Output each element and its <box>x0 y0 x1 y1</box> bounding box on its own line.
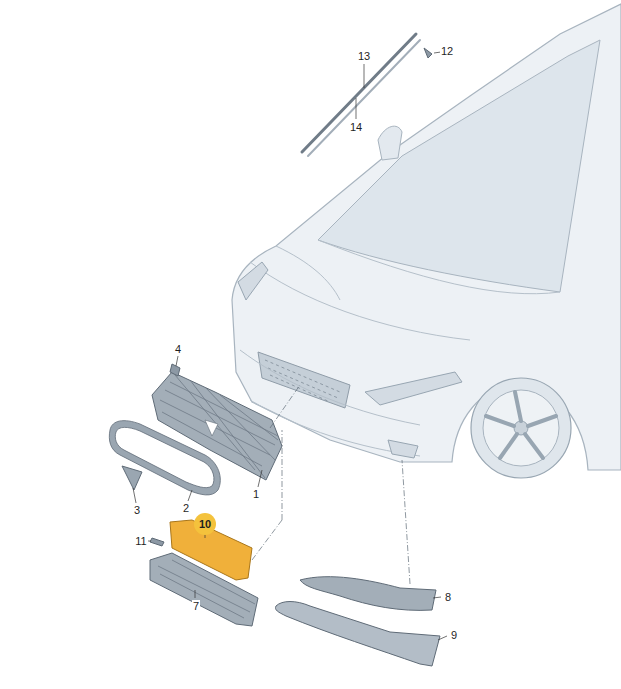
trim-piece <box>122 466 142 490</box>
car-hood-line <box>276 246 340 300</box>
front-spoiler <box>275 602 440 667</box>
callout-number: 4 <box>174 343 182 356</box>
roof-strip <box>302 34 416 152</box>
assembly-line <box>282 430 283 520</box>
car-bumper-line <box>240 350 420 425</box>
callout-number: 2 <box>182 502 190 515</box>
car-wheel <box>471 378 571 478</box>
lower-grille-pattern <box>158 560 255 618</box>
callout-number: 12 <box>440 45 454 58</box>
callout-number: 8 <box>444 591 452 604</box>
car-headlight <box>365 372 462 405</box>
lower-grille <box>150 553 258 626</box>
highlight-callout: 10 <box>194 513 216 535</box>
callout-number: 10 <box>199 518 211 531</box>
callout-number: 11 <box>134 535 147 548</box>
clip <box>170 364 180 376</box>
callout-number: 1 <box>252 488 260 501</box>
grille-logo <box>205 420 218 436</box>
grille-pattern <box>160 375 278 478</box>
bumper-trim <box>300 577 436 611</box>
callout-number: 7 <box>192 600 200 613</box>
car-grille <box>258 352 350 408</box>
callout-number: 14 <box>349 121 363 134</box>
assembly-line <box>252 520 282 560</box>
car-headlight <box>238 262 268 300</box>
car-windshield <box>318 40 600 292</box>
car-mirror <box>378 126 402 160</box>
car-hood-line <box>318 240 560 294</box>
grille-frame <box>109 421 220 495</box>
car-grille-pattern <box>265 360 340 402</box>
callout-number: 13 <box>357 50 371 63</box>
leader-lines <box>133 52 447 640</box>
callout-number: 3 <box>133 504 141 517</box>
car-fog-light <box>388 440 418 458</box>
clip <box>424 48 432 58</box>
radiator-grille <box>152 372 282 480</box>
assembly-line <box>402 460 410 584</box>
callout-number: 9 <box>450 629 458 642</box>
car-hood-line <box>250 262 470 340</box>
roof-strip <box>308 40 420 156</box>
assembly-line <box>270 385 300 428</box>
screw <box>150 538 164 546</box>
